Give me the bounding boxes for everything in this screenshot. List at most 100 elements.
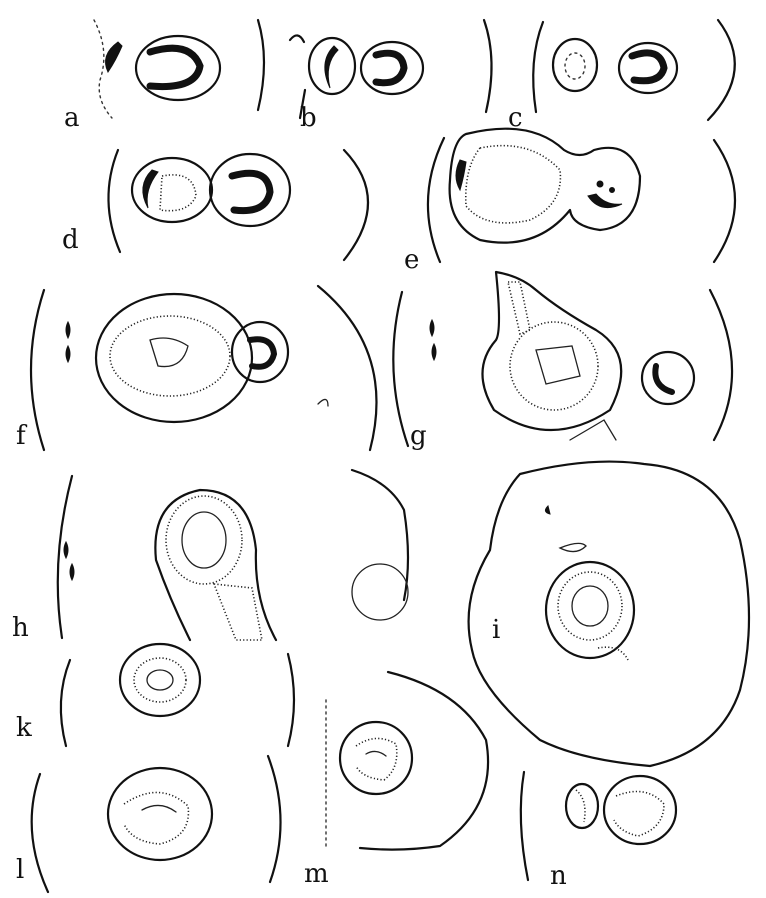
section-i-dark-mark bbox=[545, 506, 550, 514]
section-d: d bbox=[62, 150, 368, 260]
section-h-epithelium bbox=[166, 496, 242, 584]
section-a: a bbox=[64, 20, 264, 133]
section-a-dark-crescent bbox=[106, 42, 122, 72]
section-f-lumen bbox=[150, 338, 188, 367]
section-c-left-lumen bbox=[565, 53, 585, 79]
section-g-dark-mark bbox=[430, 320, 434, 336]
section-f: f bbox=[16, 286, 377, 451]
section-e: e bbox=[404, 129, 735, 275]
label-d: d bbox=[62, 225, 79, 255]
label-n: n bbox=[550, 861, 567, 891]
section-d-right-tube bbox=[210, 154, 290, 226]
section-l-right-outline bbox=[268, 756, 281, 882]
section-k: k bbox=[16, 644, 294, 746]
section-f-dark-mark bbox=[66, 346, 70, 362]
section-a-lumen-lining bbox=[150, 48, 200, 86]
section-h-left-outline bbox=[58, 476, 72, 638]
section-e-fused-outline bbox=[450, 129, 640, 243]
section-c-left-outline bbox=[533, 22, 543, 112]
section-h-right-outline bbox=[352, 470, 408, 600]
section-k-tube bbox=[120, 644, 200, 716]
section-f-side-lining bbox=[250, 339, 274, 367]
section-c: c bbox=[508, 20, 735, 133]
section-h-dark-mark bbox=[70, 564, 74, 580]
section-l: l bbox=[16, 756, 281, 892]
section-d-dark-crescent bbox=[143, 170, 158, 208]
section-f-main-tube bbox=[96, 294, 252, 422]
section-f-dark-mark bbox=[66, 322, 70, 338]
section-d-right-outline bbox=[344, 150, 368, 260]
section-l-lumen bbox=[142, 805, 176, 812]
label-k: k bbox=[16, 713, 32, 743]
section-g-side-lining bbox=[655, 366, 672, 392]
section-e-epithelium bbox=[466, 146, 561, 223]
section-g: g bbox=[393, 272, 732, 451]
section-f-small-mark bbox=[318, 399, 328, 406]
section-m: m bbox=[304, 672, 488, 889]
label-m: m bbox=[304, 859, 329, 889]
label-f: f bbox=[16, 421, 28, 451]
label-b: b bbox=[300, 103, 317, 133]
section-l-left-outline bbox=[32, 774, 48, 892]
section-e-right-outline bbox=[714, 140, 735, 262]
section-d-left-outline bbox=[108, 150, 120, 252]
section-n-left-outline bbox=[521, 772, 528, 880]
section-f-side-tube bbox=[232, 322, 288, 382]
section-b-left-tube bbox=[309, 38, 355, 94]
section-f-left-outline bbox=[31, 290, 44, 450]
label-g: g bbox=[410, 421, 427, 451]
section-b: b bbox=[290, 20, 492, 133]
section-g-dark-mark bbox=[432, 344, 436, 360]
section-i-lumen bbox=[572, 586, 608, 626]
section-e-left-outline bbox=[428, 138, 444, 262]
section-n-right-tube bbox=[604, 776, 676, 844]
section-h-duct bbox=[214, 584, 262, 640]
section-g-main-tube bbox=[482, 272, 621, 430]
section-n-left-epithelium bbox=[576, 790, 585, 822]
section-m-epithelium bbox=[356, 738, 397, 780]
section-g-notch bbox=[570, 420, 616, 440]
section-k-right-outline bbox=[288, 654, 294, 746]
section-e-dot bbox=[597, 181, 603, 187]
section-g-side-tube bbox=[642, 352, 694, 404]
section-f-right-outline bbox=[318, 286, 377, 450]
section-m-lumen bbox=[366, 751, 386, 756]
section-g-lumen bbox=[536, 346, 580, 384]
section-g-right-outline bbox=[710, 290, 732, 440]
section-h-lumen bbox=[182, 512, 226, 568]
label-a: a bbox=[64, 103, 80, 133]
section-i: i bbox=[469, 462, 749, 766]
section-a-body-outline bbox=[258, 20, 264, 110]
section-n-right-epithelium bbox=[614, 792, 664, 837]
section-e-dark-mark bbox=[456, 160, 466, 190]
section-g-left-outline bbox=[393, 292, 408, 446]
section-c-lumen-lining bbox=[632, 53, 664, 81]
section-h-faint-circle bbox=[352, 564, 408, 620]
section-h: h bbox=[12, 470, 408, 643]
section-k-left-outline bbox=[61, 660, 70, 746]
section-i-faint-mark bbox=[560, 543, 586, 551]
section-g-epithelium bbox=[510, 322, 598, 410]
label-l: l bbox=[16, 855, 24, 885]
label-i: i bbox=[492, 615, 500, 645]
section-c-left-tube bbox=[553, 39, 597, 91]
section-k-epithelium bbox=[134, 658, 186, 702]
label-h: h bbox=[12, 613, 29, 643]
section-d-lumen-lining bbox=[232, 173, 270, 210]
section-i-fold bbox=[598, 647, 628, 660]
section-f-epithelium bbox=[110, 316, 230, 396]
label-e: e bbox=[404, 245, 419, 275]
section-b-right-tube bbox=[361, 42, 423, 94]
section-e-dot bbox=[610, 188, 615, 193]
section-b-right-outline bbox=[484, 20, 492, 112]
section-l-tube bbox=[108, 768, 212, 860]
section-i-tube bbox=[546, 562, 634, 658]
section-h-dark-mark bbox=[64, 542, 68, 558]
section-g-duct bbox=[508, 282, 530, 334]
section-b-lumen-lining bbox=[376, 53, 404, 83]
section-i-body-outline bbox=[469, 462, 749, 766]
section-b-dark-crescent bbox=[325, 46, 338, 88]
section-d-epithelium bbox=[160, 175, 196, 211]
section-i-epithelium bbox=[558, 572, 622, 640]
